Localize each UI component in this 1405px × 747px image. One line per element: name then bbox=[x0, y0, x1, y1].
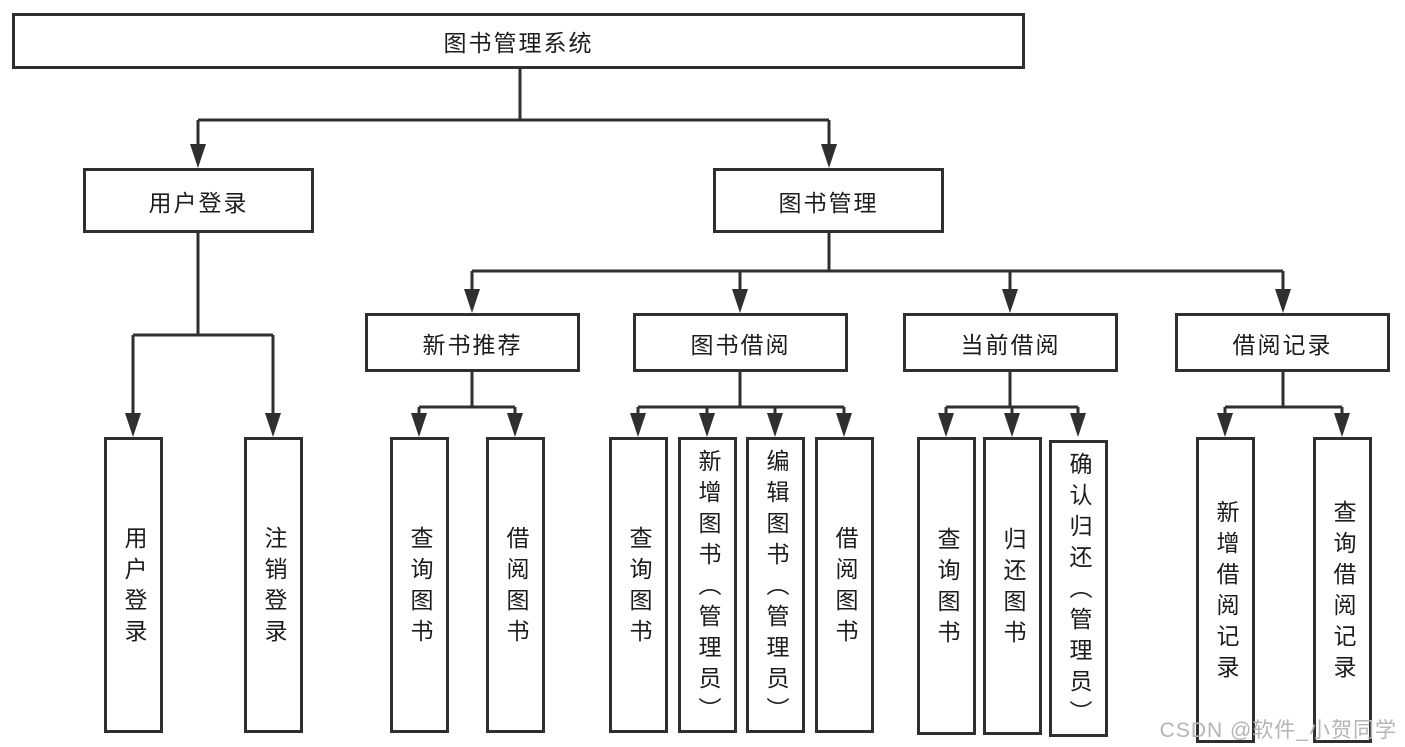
node-root-library-system: 图书管理系统 bbox=[12, 13, 1025, 69]
leaf-query-books-current: 查询图书 bbox=[917, 437, 976, 735]
leaf-edit-books-admin: 编辑图书（管理员） bbox=[746, 437, 805, 733]
leaf-add-borrow-record: 新增借阅记录 bbox=[1196, 437, 1255, 743]
node-book-management: 图书管理 bbox=[713, 168, 944, 233]
node-borrowing-records: 借阅记录 bbox=[1175, 313, 1390, 372]
node-user-login: 用户登录 bbox=[83, 168, 314, 233]
leaf-return-books: 归还图书 bbox=[983, 437, 1042, 735]
leaf-borrow-books-recommend: 借阅图书 bbox=[486, 437, 545, 733]
leaf-query-books-borrowing: 查询图书 bbox=[609, 437, 668, 733]
csdn-watermark: CSDN @软件_小贺同学 bbox=[1159, 719, 1397, 742]
leaf-logout: 注销登录 bbox=[244, 437, 303, 733]
leaf-borrow-books: 借阅图书 bbox=[815, 437, 874, 733]
leaf-add-books-admin: 新增图书（管理员） bbox=[678, 437, 737, 733]
node-current-borrowing: 当前借阅 bbox=[903, 313, 1118, 372]
node-book-borrowing: 图书借阅 bbox=[633, 313, 848, 372]
leaf-confirm-return-admin: 确认归还（管理员） bbox=[1049, 440, 1108, 737]
leaf-query-books-recommend: 查询图书 bbox=[390, 437, 449, 733]
node-new-book-recommend: 新书推荐 bbox=[365, 313, 580, 372]
leaf-user-login: 用户登录 bbox=[104, 437, 163, 733]
leaf-query-borrow-record: 查询借阅记录 bbox=[1313, 437, 1372, 743]
